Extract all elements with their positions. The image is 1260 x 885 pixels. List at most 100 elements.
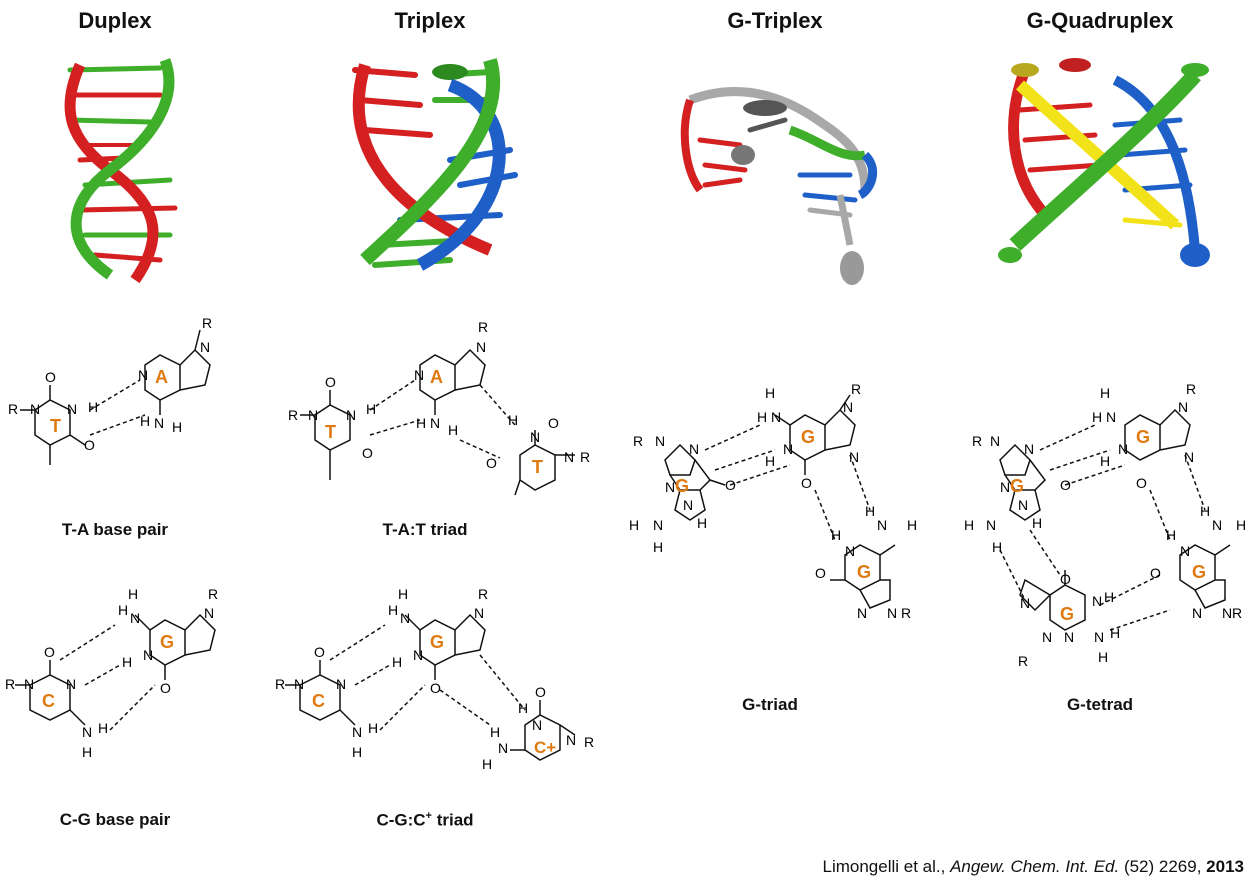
atom-o: O xyxy=(1060,477,1071,493)
cgc-triad-structure: O R N N C N H H H N H H N G O N R H N H … xyxy=(275,586,594,772)
triplex-helix-illustration xyxy=(352,58,518,271)
atom-n: N xyxy=(130,610,140,626)
atom-n: N xyxy=(200,339,210,355)
atom-r: R xyxy=(1232,605,1242,621)
atom-h: H xyxy=(1200,503,1210,519)
base-label-g: G xyxy=(430,632,444,652)
atom-o: O xyxy=(430,680,441,696)
base-label-g: G xyxy=(857,562,871,582)
atom-n: N xyxy=(849,449,859,465)
atom-h: H xyxy=(765,385,775,401)
base-label-g: G xyxy=(1192,562,1206,582)
caption-g-triad: G-triad xyxy=(742,695,798,714)
base-label-g: G xyxy=(1010,476,1024,496)
atom-h: H xyxy=(416,415,426,431)
atom-n: N xyxy=(887,605,897,621)
atom-h: H xyxy=(1092,409,1102,425)
citation-journal: Angew. Chem. Int. Ed. xyxy=(950,857,1120,876)
atom-n: N xyxy=(530,429,540,445)
atom-n: N xyxy=(1118,441,1128,457)
atom-o: O xyxy=(314,644,325,660)
atom-r: R xyxy=(288,407,298,423)
g-quadruplex-illustration xyxy=(998,58,1210,267)
atom-h: H xyxy=(1100,453,1110,469)
atom-n: N xyxy=(1212,517,1222,533)
atom-h: H xyxy=(865,503,875,519)
atom-h: H xyxy=(128,586,138,602)
g-triad-structure: R N N N G O N H H N H H N H H N G N R N … xyxy=(629,381,917,621)
atom-h: H xyxy=(388,602,398,618)
atom-o: O xyxy=(815,565,826,581)
base-label-a: A xyxy=(430,367,443,387)
g-triplex-illustration xyxy=(680,87,878,285)
atom-n: N xyxy=(498,740,508,756)
atom-r: R xyxy=(208,586,218,602)
citation-year: 2013 xyxy=(1206,857,1244,876)
atom-n: N xyxy=(346,407,356,423)
atom-n: N xyxy=(783,441,793,457)
atom-r: R xyxy=(633,433,643,449)
atom-n: N xyxy=(653,517,663,533)
atom-r: R xyxy=(584,734,594,750)
atom-r: R xyxy=(5,676,15,692)
citation-authors: Limongelli et al., xyxy=(822,857,951,876)
atom-o: O xyxy=(325,374,336,390)
atom-o: O xyxy=(535,684,546,700)
atom-n: N xyxy=(857,605,867,621)
atom-h: H xyxy=(82,744,92,760)
caption-cgc-triad-base: C-G:C xyxy=(376,810,426,830)
atom-n: N xyxy=(843,399,853,415)
atom-h: H xyxy=(629,517,639,533)
atom-o: O xyxy=(1060,571,1071,587)
atom-n: N xyxy=(138,367,148,383)
atom-h: H xyxy=(1166,527,1176,543)
atom-h: H xyxy=(490,724,500,740)
atom-n: N xyxy=(336,676,346,692)
atom-n: N xyxy=(1020,595,1030,611)
base-label-t: T xyxy=(50,416,61,436)
atom-n: N xyxy=(1092,593,1102,609)
atom-o: O xyxy=(725,477,736,493)
caption-tat-triad: T-A:T triad xyxy=(382,520,468,539)
atom-n: N xyxy=(655,433,665,449)
caption-ta-base-pair: T-A base pair xyxy=(61,520,169,539)
atom-h: H xyxy=(907,517,917,533)
header-g-quadruplex: G-Quadruplex xyxy=(1026,8,1174,33)
base-label-g: G xyxy=(160,632,174,652)
atom-n: N xyxy=(1042,629,1052,645)
atom-n: N xyxy=(66,676,76,692)
atom-n: N xyxy=(24,676,34,692)
base-label-a: A xyxy=(155,367,168,387)
atom-n: N xyxy=(400,610,410,626)
atom-r: R xyxy=(478,586,488,602)
atom-n: N xyxy=(1018,497,1028,513)
atom-h: H xyxy=(352,744,362,760)
atom-h: H xyxy=(757,409,767,425)
atom-n: N xyxy=(532,717,542,733)
atom-h: H xyxy=(366,401,376,417)
atom-o: O xyxy=(44,644,55,660)
citation-volume-pages: (52) 2269, xyxy=(1119,857,1207,876)
atom-o: O xyxy=(362,445,373,461)
atom-h: H xyxy=(831,527,841,543)
atom-n: N xyxy=(689,441,699,457)
atom-n: N xyxy=(1024,441,1034,457)
base-label-c: C xyxy=(42,691,55,711)
atom-h: H xyxy=(518,700,528,716)
atom-r: R xyxy=(1186,381,1196,397)
atom-h: H xyxy=(1236,517,1246,533)
atom-n: N xyxy=(771,409,781,425)
atom-h: H xyxy=(122,654,132,670)
atom-n: N xyxy=(990,433,1000,449)
atom-n: N xyxy=(476,339,486,355)
atom-h: H xyxy=(140,413,150,429)
atom-h: H xyxy=(482,756,492,772)
caption-cgc-triad-end: triad xyxy=(431,810,474,830)
atom-n: N xyxy=(67,401,77,417)
atom-r: R xyxy=(580,449,590,465)
atom-o: O xyxy=(1136,475,1147,491)
base-label-t: T xyxy=(532,457,543,477)
atom-h: H xyxy=(653,539,663,555)
duplex-helix-illustration xyxy=(64,58,178,284)
atom-n: N xyxy=(845,543,855,559)
